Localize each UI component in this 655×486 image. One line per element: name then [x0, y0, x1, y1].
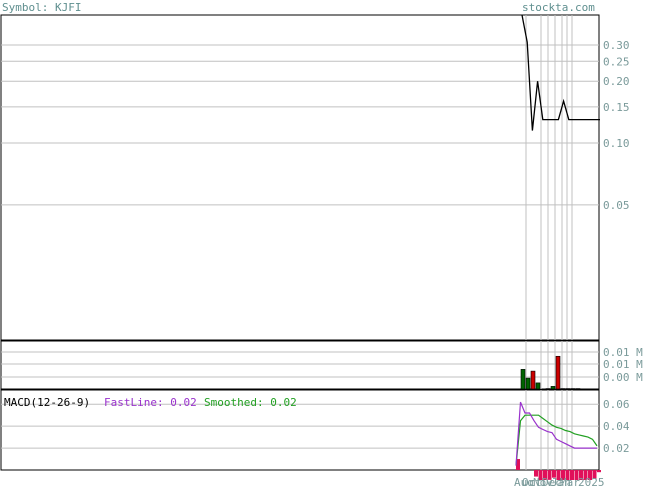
- volume-bars: [520, 355, 581, 390]
- macd-histogram-bar: [547, 470, 552, 480]
- volume-bar: [560, 388, 566, 390]
- macd-histogram-bar: [570, 470, 574, 480]
- macd-histogram-bar: [588, 470, 592, 480]
- x-tick-label: Nov: [533, 476, 553, 486]
- volume-tick-label: 0.00 M: [603, 371, 643, 384]
- macd-grid: [1, 403, 599, 449]
- macd-histogram-bar: [592, 470, 597, 479]
- price-tick-label: 0.15: [603, 101, 630, 114]
- macd-histogram: [516, 459, 601, 480]
- x-tick-label: Mar: [560, 476, 580, 486]
- price-series: [521, 14, 600, 131]
- macd-histogram-bar: [574, 470, 579, 480]
- macd-fast-label: FastLine: 0.02: [104, 396, 197, 409]
- macd-histogram-bar: [543, 470, 547, 480]
- vertical-grid: [525, 15, 573, 470]
- macd-title: MACD(12-26-9): [4, 396, 90, 409]
- macd-histogram-bar: [552, 470, 556, 478]
- x-tick-label: 2025: [578, 476, 605, 486]
- macd-histogram-bar: [583, 470, 588, 480]
- watermark: stockta.com: [522, 1, 595, 14]
- x-tick-label: Jan: [551, 476, 571, 486]
- volume-panel-frame: [0, 340, 600, 390]
- macd-panel-frame: [0, 389, 600, 471]
- volume-bar: [530, 370, 536, 390]
- macd-histogram-bar: [556, 470, 561, 480]
- x-tick-label: Dec: [542, 476, 562, 486]
- macd-histogram-bar: [538, 470, 543, 480]
- macd-tick-label: 0.04: [603, 420, 630, 433]
- volume-bar: [575, 388, 581, 390]
- x-tick-label: Oct: [522, 476, 542, 486]
- macd-smoothed-line: [515, 414, 598, 466]
- volume-bar: [520, 369, 526, 390]
- macd-histogram-bar: [579, 470, 583, 480]
- macd-smooth-label: Smoothed: 0.02: [204, 396, 297, 409]
- volume-bar: [535, 382, 541, 390]
- volume-tick-label: 0.01 M: [603, 346, 643, 359]
- macd-histogram-bar: [597, 470, 601, 473]
- price-panel-frame: [0, 14, 600, 341]
- macd-lines: [515, 401, 598, 466]
- macd-histogram-bar: [565, 470, 570, 480]
- volume-bar: [555, 355, 561, 390]
- volume-bar: [525, 377, 531, 390]
- macd-histogram-bar: [561, 470, 565, 480]
- macd-fast-line: [515, 401, 597, 466]
- volume-tick-labels: 0.01 M0.01 M0.00 M: [603, 346, 643, 384]
- symbol-label: Symbol: KJFI: [2, 1, 81, 14]
- price-tick-labels: 0.30 0.25 0.20 0.15 0.10 0.05: [603, 39, 630, 212]
- price-tick-label: 0.20: [603, 75, 630, 88]
- macd-histogram-bar: [516, 459, 520, 470]
- macd-histogram-bar: [534, 470, 538, 477]
- volume-bar: [565, 388, 571, 390]
- volume-bar: [545, 388, 551, 390]
- macd-tick-label: 0.02: [603, 442, 630, 455]
- price-tick-label: 0.30: [603, 39, 630, 52]
- volume-tick-label: 0.01 M: [603, 358, 643, 371]
- price-tick-label: 0.25: [603, 55, 630, 68]
- macd-tick-label: 0.06: [603, 398, 630, 411]
- volume-bar: [550, 386, 556, 390]
- price-tick-label: 0.10: [603, 137, 630, 150]
- macd-tick-labels: 0.06 0.04 0.02: [603, 398, 630, 455]
- price-grid: [1, 44, 599, 206]
- volume-grid: [1, 351, 599, 378]
- price-tick-label: 0.05: [603, 199, 630, 212]
- volume-bar: [570, 388, 576, 390]
- price-line: [521, 14, 600, 131]
- x-tick-label: Aug: [514, 476, 534, 486]
